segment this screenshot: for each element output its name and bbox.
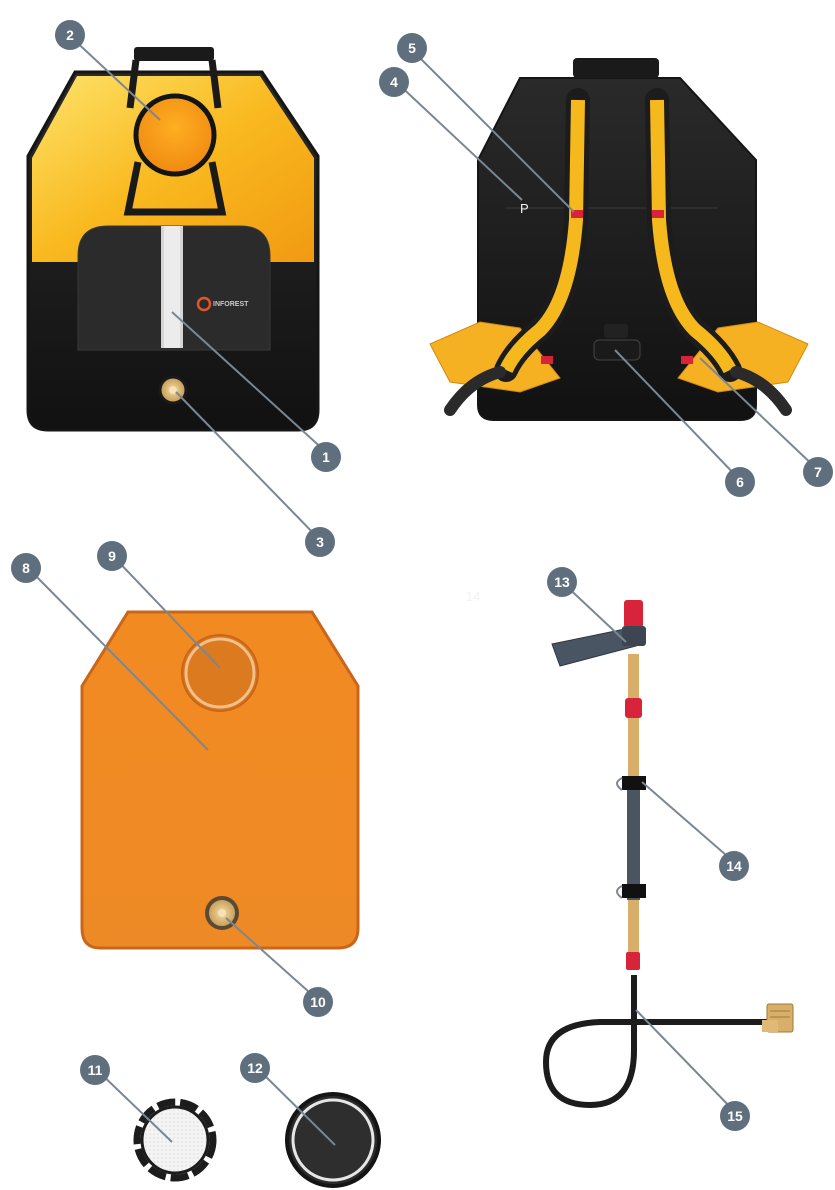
pump-fitting-mid [625, 698, 642, 718]
back-carry-handle[interactable] [573, 58, 659, 78]
clip-lower-loop [617, 886, 622, 898]
hip-belt-center-clip[interactable] [594, 340, 640, 360]
sternum-buckle-right[interactable] [652, 210, 664, 218]
supply-hose [546, 975, 780, 1105]
callout-6: 6 [725, 467, 755, 497]
callout-3-label: 3 [316, 534, 324, 550]
carry-handle[interactable] [134, 47, 214, 61]
leader-15 [636, 1010, 735, 1112]
callout-5: 5 [397, 33, 427, 63]
callout-7-label: 7 [814, 464, 822, 480]
hip-buckle-right[interactable] [681, 356, 693, 364]
bladder-fill-port-ring [186, 639, 254, 707]
back-letter-mark: P [520, 201, 529, 216]
spare-cap-mesh[interactable] [137, 1102, 213, 1178]
callout-8: 8 [11, 553, 41, 583]
callout-10: 10 [303, 987, 333, 1017]
callout-4: 4 [379, 67, 409, 97]
callout-2-label: 2 [66, 27, 74, 43]
water-bladder [82, 612, 358, 948]
callout-12-label: 12 [247, 1060, 263, 1076]
backpack-back: P [430, 58, 808, 420]
clip-upper-loop [617, 778, 622, 790]
brand-logo-text: INFOREST [213, 301, 249, 308]
callout-15-label: 15 [727, 1108, 743, 1124]
callout-1: 1 [311, 442, 341, 472]
callout-11-label: 11 [88, 1062, 103, 1078]
reflective-strip-highlight [164, 226, 180, 348]
callout-4-label: 4 [390, 74, 398, 90]
backpack-front: INFOREST [28, 47, 318, 430]
brass-coupler[interactable] [762, 1004, 793, 1032]
callout-13: 13 [547, 567, 577, 597]
callout-9-label: 9 [108, 548, 116, 564]
callout-9: 9 [97, 541, 127, 571]
callout-5-label: 5 [408, 40, 416, 56]
callout-7: 7 [803, 457, 833, 487]
nozzle-head [622, 626, 646, 646]
pump-fitting-bottom [626, 952, 640, 970]
hip-buckle-left[interactable] [541, 356, 553, 364]
callout-3: 3 [305, 527, 335, 557]
callout-8-label: 8 [22, 560, 30, 576]
callout-11: 11 [80, 1055, 110, 1085]
clip-lower[interactable] [622, 884, 646, 898]
callout-15: 15 [720, 1101, 750, 1131]
spare-cap-solid[interactable] [287, 1094, 379, 1186]
hip-belt-center-tab [604, 324, 628, 338]
callout-12: 12 [240, 1053, 270, 1083]
leader-14 [642, 782, 734, 862]
callout-13-label: 13 [554, 574, 570, 590]
callout-6-label: 6 [736, 474, 744, 490]
pump-inner-tube [627, 790, 640, 900]
callout-14: 14 [719, 851, 749, 881]
pump-fitting-top [624, 600, 643, 628]
callout-2: 2 [55, 20, 85, 50]
callout-14-label: 14 [726, 858, 742, 874]
bladder-outlet-valve-center [218, 909, 226, 917]
callout-10-label: 10 [310, 994, 326, 1010]
hand-pump-assembly [546, 600, 793, 1105]
faint-number-mark: 14 [466, 589, 480, 604]
callout-1-label: 1 [322, 449, 330, 465]
